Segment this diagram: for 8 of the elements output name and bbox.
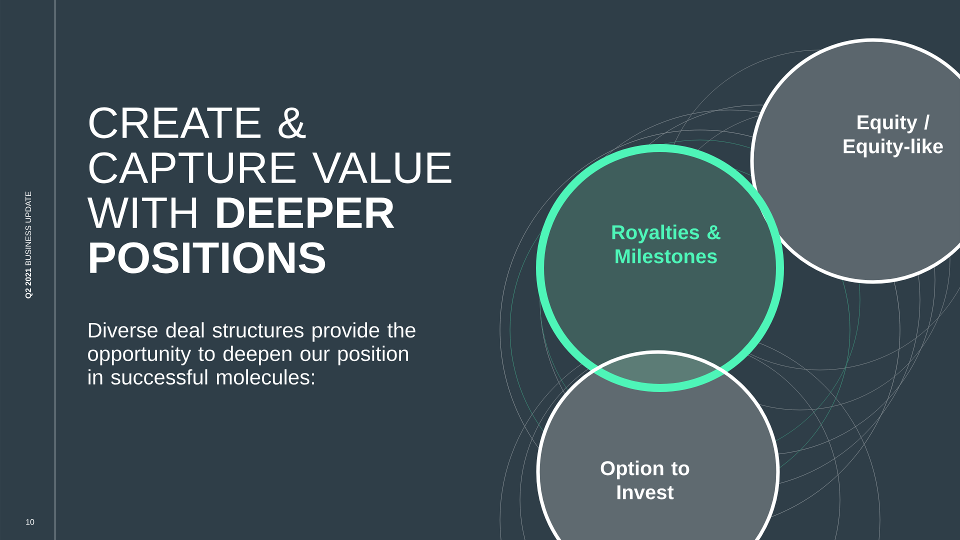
circle-label: Option to Invest [600, 460, 690, 500]
circle-label: Royalties & Milestones [612, 224, 720, 264]
title: CREATE & CAPTURE VALUE WITH DEEPER POSITIONS [87, 107, 452, 274]
body-text: Diverse deal structures provide the opportunity to deepen our position in successful molecules: [88, 322, 416, 385]
circle-label: Equity / Equity-like [844, 114, 943, 158]
sidebar-label: Q2 2021 BUSINESS UPDATE [25, 192, 33, 298]
circle [536, 144, 784, 392]
page-number: 10 [26, 519, 34, 525]
